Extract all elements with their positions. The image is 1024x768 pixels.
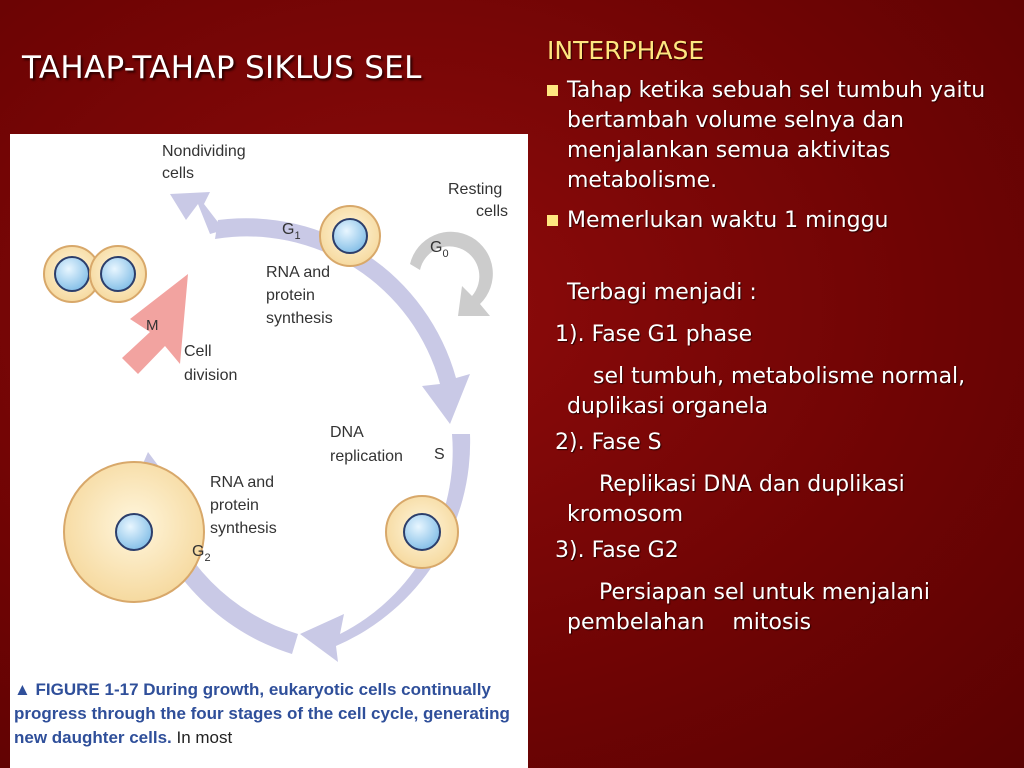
label-s: S xyxy=(434,446,445,463)
label-rna-top-1: RNA and xyxy=(266,264,330,281)
caption-tail: In most xyxy=(171,728,233,747)
g2-cell xyxy=(63,461,205,603)
daughter-cell-left xyxy=(43,245,101,303)
label-resting: Resting xyxy=(448,181,502,198)
g1-cell xyxy=(319,205,381,267)
label-g0: G0 xyxy=(430,239,449,260)
label-rna-bottom-1: RNA and xyxy=(210,474,274,491)
bullet-item: Memerlukan waktu 1 minggu xyxy=(545,206,1015,236)
g0-loop-arrow xyxy=(410,231,493,316)
interphase-panel: INTERPHASE Tahap ketika sebuah sel tumbu… xyxy=(545,36,1015,638)
daughter-cell-right xyxy=(89,245,147,303)
label-dna-2: replication xyxy=(330,448,403,465)
caption-text: During growth, eukaryotic cells continua… xyxy=(14,680,510,747)
cycle-arrow-nondividing xyxy=(170,192,224,234)
label-cell-division-2: division xyxy=(184,367,237,384)
cell-cycle-figure: Nondividing cells Resting cells G1 G0 RN… xyxy=(10,134,528,768)
bullet-text: Tahap ketika sebuah sel tumbuh yaitu ber… xyxy=(567,78,986,193)
label-cell-division-1: Cell xyxy=(184,343,212,360)
phase-label-s: 2). Fase S xyxy=(555,430,662,455)
figure-caption: ▲ FIGURE 1-17 During growth, eukaryotic … xyxy=(14,678,526,750)
square-bullet-icon xyxy=(547,85,558,96)
bullet-item: Tahap ketika sebuah sel tumbuh yaitu ber… xyxy=(545,76,1015,196)
label-rna-top-2: protein xyxy=(266,287,315,304)
label-nondividing-2: cells xyxy=(162,165,194,182)
phase-label-g2: 3). Fase G2 xyxy=(555,538,679,563)
label-dna-1: DNA xyxy=(330,424,364,441)
phases-intro: Terbagi menjadi : xyxy=(567,280,757,305)
square-bullet-icon xyxy=(547,215,558,226)
s-phase-cell xyxy=(385,495,459,569)
cell-cycle-diagram: Nondividing cells Resting cells G1 G0 RN… xyxy=(43,143,508,662)
phase-desc-g1: sel tumbuh, metabolisme normal, duplikas… xyxy=(567,364,966,419)
caption-figure-label: ▲ FIGURE 1-17 xyxy=(14,680,139,699)
m-phase-arrow xyxy=(122,274,188,374)
label-resting-2: cells xyxy=(476,203,508,220)
slide-title: TAHAP-TAHAP SIKLUS SEL xyxy=(22,50,422,86)
phase-label-g1: 1). Fase G1 phase xyxy=(555,322,753,347)
bullet-text: Memerlukan waktu 1 minggu xyxy=(567,208,889,233)
label-g2: G2 xyxy=(192,543,211,564)
label-rna-top-3: synthesis xyxy=(266,310,333,327)
phase-desc-g2: Persiapan sel untuk menjalani pembelahan… xyxy=(567,580,937,635)
label-m: M xyxy=(146,317,159,334)
label-nondividing: Nondividing xyxy=(162,143,246,160)
phase-desc-s: Replikasi DNA dan duplikasi kromosom xyxy=(567,472,905,527)
interphase-heading: INTERPHASE xyxy=(547,36,705,65)
label-g1: G1 xyxy=(282,221,301,242)
label-rna-bottom-2: protein xyxy=(210,497,259,514)
label-rna-bottom-3: synthesis xyxy=(210,520,277,537)
